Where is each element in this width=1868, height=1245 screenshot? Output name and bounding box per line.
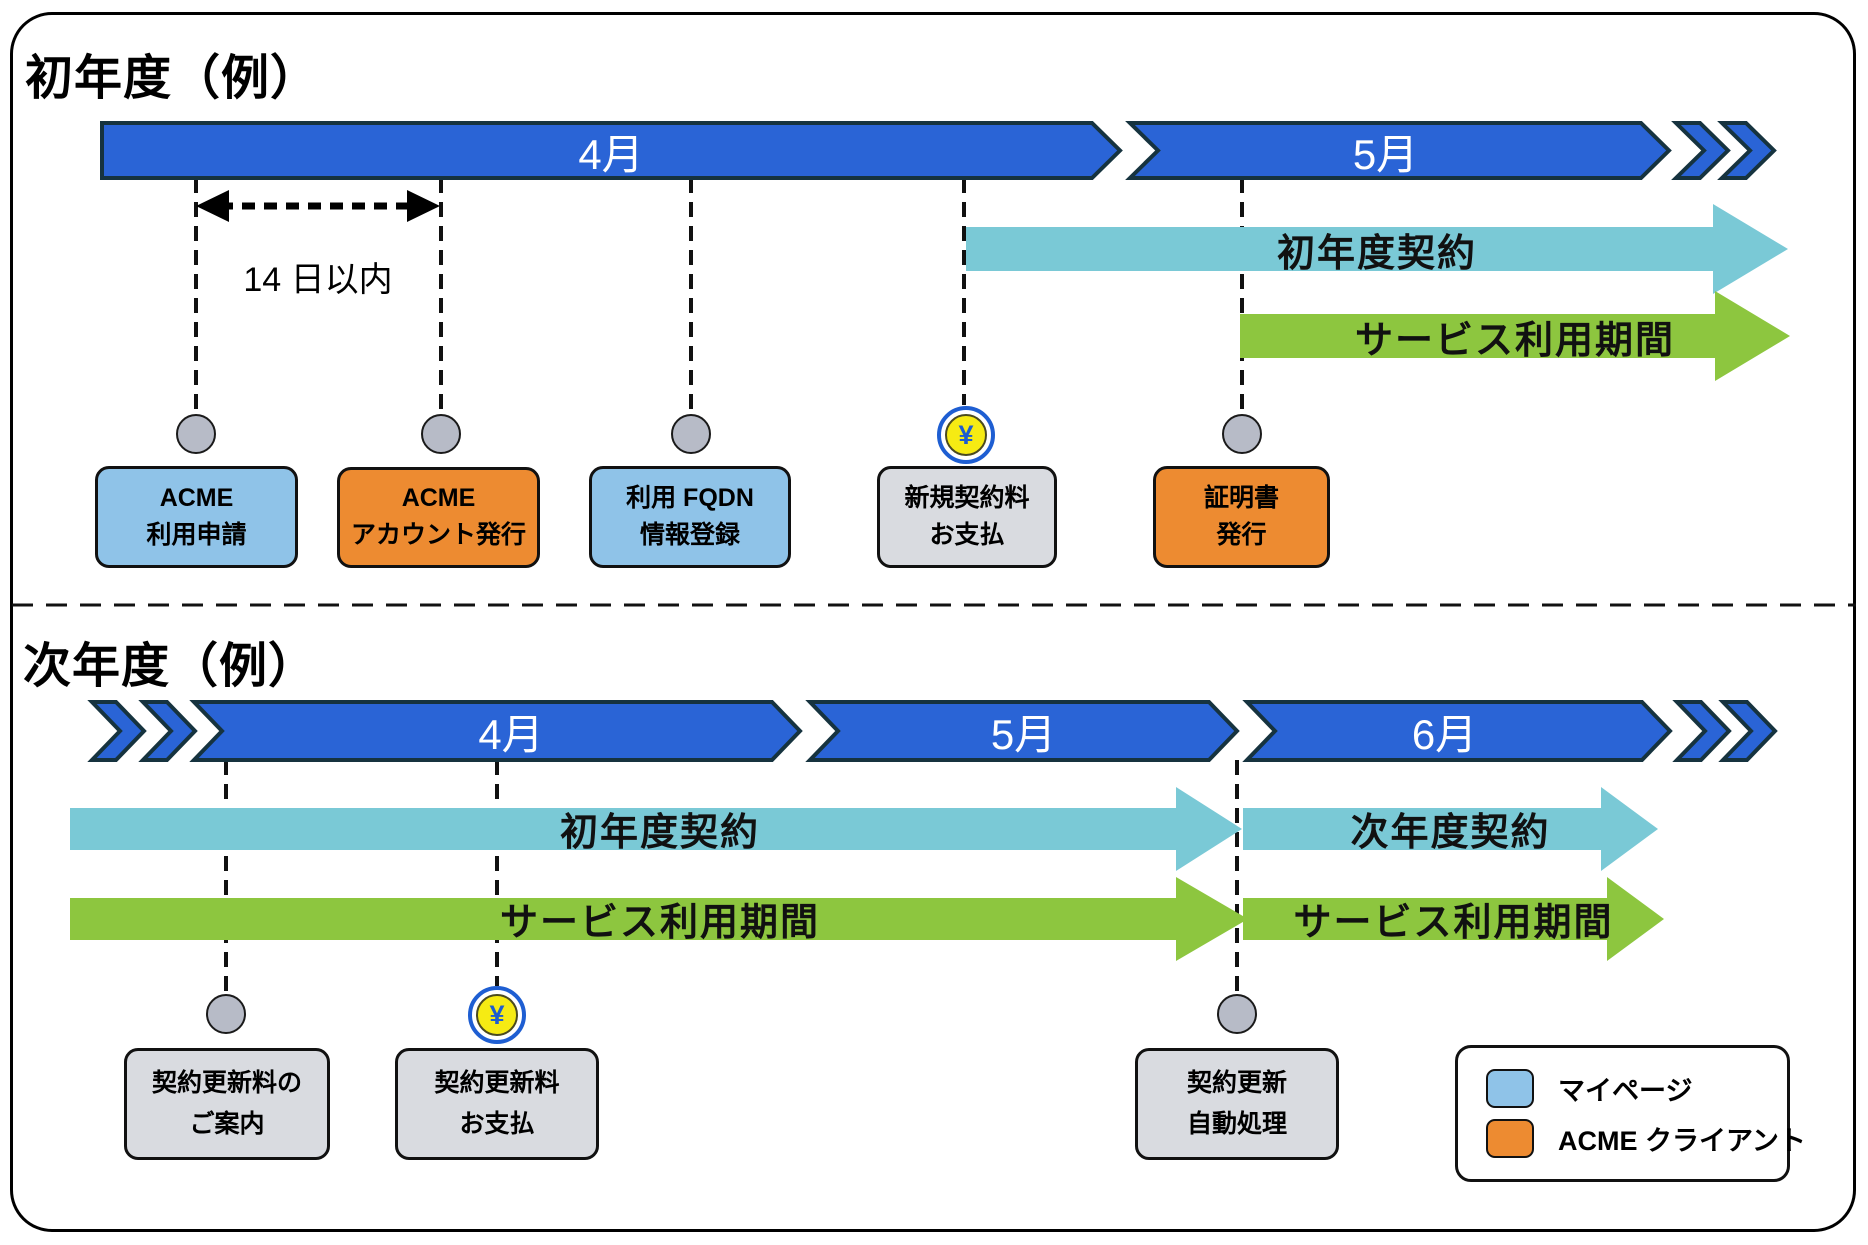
month-segment-april [100, 121, 1123, 180]
next-year-service-right-label: サービス利用期間 [1293, 901, 1614, 944]
step-line: お支払 [459, 1109, 535, 1138]
step-line: ACME [401, 484, 476, 513]
timeline-continuation-chevron [87, 700, 147, 762]
milestone-dot-icon [421, 414, 461, 454]
legend-row-mypage: マイページ [1486, 1069, 1787, 1108]
dashed-connectors-first-year [194, 178, 1244, 414]
month-label-june-2: 6月 [1411, 710, 1478, 758]
duration-note: 14 日以内 [243, 260, 393, 299]
step-line: 情報登録 [639, 520, 740, 549]
first-year-contract-arrow [966, 204, 1788, 294]
month-label-may-2: 5月 [990, 710, 1057, 758]
next-year-first-contract-arrow [70, 787, 1242, 871]
step-line: 発行 [1216, 520, 1267, 549]
timeline-continuation-chevron [1671, 121, 1731, 180]
step-line: 証明書 [1203, 483, 1279, 512]
month-label-may-1: 5月 [1352, 130, 1419, 178]
step-line: ご案内 [189, 1109, 265, 1138]
timeline-continuation-chevron [1672, 700, 1732, 762]
next-year-next-contract-arrow [1243, 787, 1658, 871]
acme-client-swatch-icon [1486, 1119, 1534, 1158]
mypage-swatch-icon [1486, 1069, 1534, 1108]
step-box-acme-application: ACME 利用申請 [95, 466, 298, 568]
next-year-next-contract-label: 次年度契約 [1350, 811, 1551, 854]
step-line: 自動処理 [1186, 1109, 1287, 1138]
month-label-april-1: 4月 [578, 130, 644, 178]
first-year-service-label: サービス利用期間 [1354, 319, 1675, 362]
step-box-renewal-notice: 契約更新料の ご案内 [124, 1048, 330, 1160]
legend-label: ACME クライアント [1558, 1126, 1806, 1156]
step-line: ACME [159, 483, 234, 512]
duration-arrowhead-right [407, 190, 440, 222]
timeline-continuation-chevron [1717, 121, 1777, 180]
next-year-service-left-label: サービス利用期間 [499, 901, 820, 944]
milestone-dot-icon [206, 994, 246, 1034]
step-box-acme-account-issue: ACME アカウント発行 [337, 467, 540, 568]
step-box-new-contract-payment: 新規契約料 お支払 [877, 466, 1057, 568]
month-label-april-2: 4月 [478, 710, 544, 758]
duration-double-arrow [196, 190, 440, 222]
duration-arrowhead-left [196, 190, 229, 222]
yen-coin-icon: ¥ [468, 986, 526, 1044]
step-box-fqdn-registration: 利用 FQDN 情報登録 [589, 466, 791, 568]
yen-symbol: ¥ [945, 414, 987, 456]
yen-coin-icon: ¥ [937, 406, 995, 464]
first-year-timeline [100, 121, 1777, 180]
next-year-service-arrow-right [1243, 877, 1664, 961]
milestone-dot-icon [1222, 414, 1262, 454]
step-line: 契約更新 [1186, 1069, 1287, 1097]
step-box-renewal-payment: 契約更新料 お支払 [395, 1048, 599, 1160]
next-year-service-arrow-left [70, 877, 1248, 961]
step-line: 利用申請 [146, 520, 247, 549]
legend-row-acme-client: ACME クライアント [1486, 1119, 1806, 1158]
yen-symbol: ¥ [476, 994, 518, 1036]
next-year-title: 次年度（例） [23, 640, 318, 693]
timeline-continuation-chevron [138, 700, 198, 762]
outer-border [10, 12, 1856, 1232]
milestone-dot-icon [176, 414, 216, 454]
month-segment-june [1242, 700, 1673, 762]
month-segment-may [1125, 121, 1672, 180]
first-year-service-arrow [1240, 291, 1790, 381]
step-line: お支払 [929, 520, 1005, 549]
next-year-timeline [87, 700, 1778, 762]
milestone-dot-icon [671, 414, 711, 454]
month-segment-may [805, 700, 1240, 762]
legend-label: マイページ [1558, 1076, 1693, 1106]
step-line: 契約更新料の [151, 1069, 302, 1097]
first-year-title: 初年度（例） [25, 52, 320, 105]
step-line: 新規契約料 [904, 483, 1030, 512]
step-line: 利用 FQDN [626, 483, 754, 512]
timeline-continuation-chevron [1718, 700, 1778, 762]
month-segment-april [189, 700, 803, 762]
next-year-first-contract-label: 初年度契約 [559, 811, 760, 854]
dashed-connectors-next-year [224, 760, 1239, 993]
step-line: 契約更新料 [434, 1069, 560, 1097]
first-year-contract-label: 初年度契約 [1276, 232, 1477, 275]
legend: マイページ ACME クライアント [1455, 1045, 1806, 1182]
milestone-dot-icon [1217, 994, 1257, 1034]
step-line: アカウント発行 [350, 521, 526, 550]
step-box-renewal-auto-process: 契約更新 自動処理 [1135, 1048, 1339, 1160]
step-box-certificate-issue: 証明書 発行 [1153, 466, 1330, 568]
